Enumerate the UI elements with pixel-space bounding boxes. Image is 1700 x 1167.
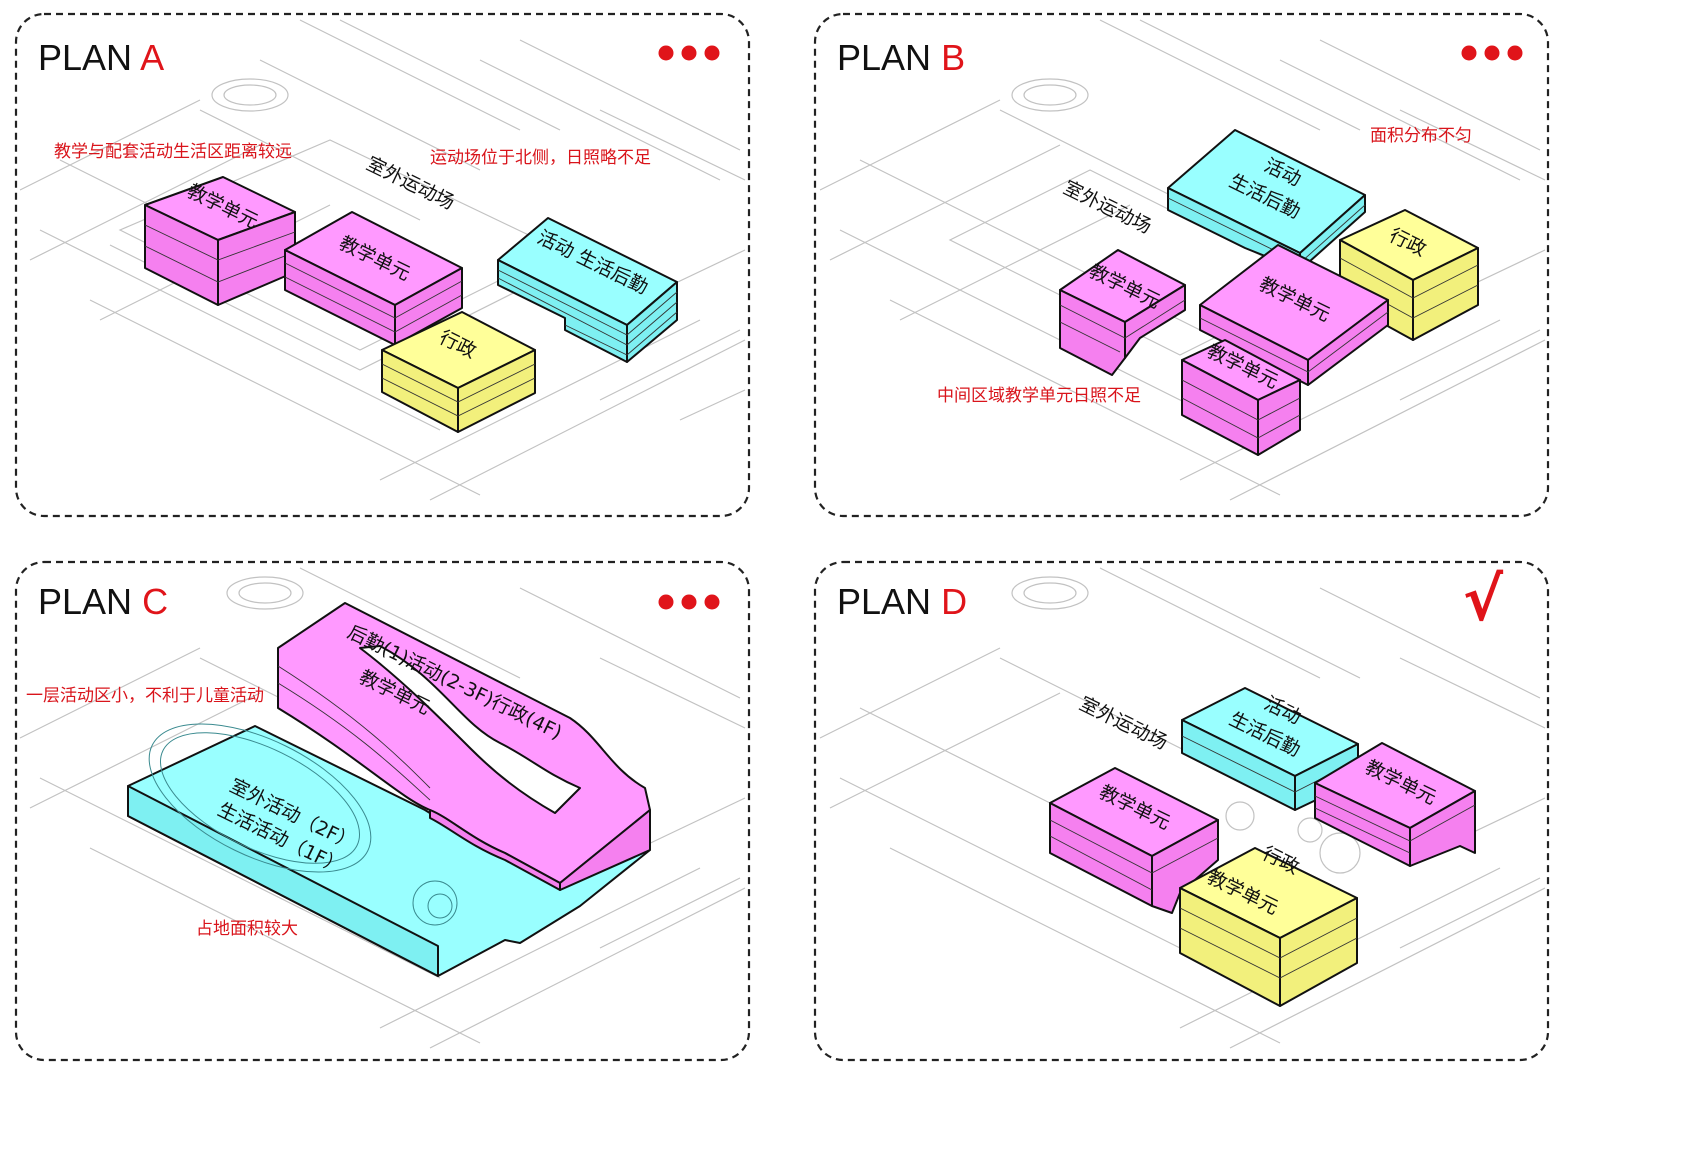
note-sunlight: 中间区域教学单元日照不足 — [937, 386, 1141, 406]
three-dots-icon — [1461, 45, 1523, 61]
activity-block: 活动 生活后勤 — [497, 217, 678, 363]
activity-block: 活动 生活后勤 — [1181, 687, 1359, 811]
plan-c-diagram: PLAN C 室外活动（2F） 生活活动（1F） 后勤(1)活动(2-3F)行政… — [14, 560, 751, 1062]
plan-b-frame — [813, 12, 1550, 518]
note-sport-field: 运动场位于北侧，日照略不足 — [430, 148, 651, 168]
admin-block: 行政 — [381, 311, 536, 433]
check-mark-icon: √ — [1463, 565, 1504, 635]
admin-block: 行政 — [1339, 209, 1479, 341]
note-small-activity: 一层活动区小，不利于儿童活动 — [26, 686, 264, 706]
three-dots-icon — [658, 45, 720, 61]
note-area: 面积分布不匀 — [1370, 126, 1472, 146]
plan-d-diagram: PLAN D √ 活动 生活后勤 教学单元 教学单元 行政 教学单元 室外运动场 — [813, 560, 1550, 1062]
site-context-lines — [819, 567, 1546, 1049]
plan-c-panel: PLAN C 室外活动（2F） 生活活动（1F） 后勤(1)活动(2-3F)行政… — [0, 548, 850, 1167]
teaching-block: 教学单元 — [284, 211, 463, 346]
admin-block: 行政 教学单元 — [1179, 842, 1358, 1007]
teaching-block: 教学单元 — [144, 176, 296, 306]
plan-b-diagram: PLAN B 活动 生活后勤 行政 教学单元 教学单元 — [813, 12, 1550, 518]
activity-block: 活动 生活后勤 — [1167, 129, 1366, 271]
teaching-block: 教学单元 — [1049, 767, 1219, 914]
plan-d-title: PLAN D — [837, 581, 967, 622]
plan-b-title: PLAN B — [837, 37, 965, 78]
teaching-block: 教学单元 — [1059, 249, 1186, 376]
plan-d-panel: PLAN D √ 活动 生活后勤 教学单元 教学单元 行政 教学单元 室外运动场 — [800, 548, 1650, 1167]
activity-base-block: 室外活动（2F） 生活活动（1F） — [127, 723, 651, 977]
teaching-block: 教学单元 — [1314, 742, 1476, 867]
note-large-footprint: 占地面积较大 — [196, 919, 298, 939]
teaching-block: 教学单元 — [1199, 244, 1389, 386]
plan-b-panel: PLAN B 活动 生活后勤 行政 教学单元 教学单元 — [800, 0, 1650, 584]
plan-c-title: PLAN C — [38, 581, 168, 622]
plan-a-title: PLAN A — [38, 37, 164, 78]
note-distance: 教学与配套活动生活区距离较远 — [54, 142, 292, 162]
plan-a-diagram: PLAN A 教学单元 教学单元 行政 活动 生活后勤 教学与配套活动生活区距离… — [14, 12, 751, 518]
plan-a-panel: PLAN A 教学单元 教学单元 行政 活动 生活后勤 教学与配套活动生活区距离… — [0, 0, 850, 584]
three-dots-icon — [658, 594, 720, 610]
